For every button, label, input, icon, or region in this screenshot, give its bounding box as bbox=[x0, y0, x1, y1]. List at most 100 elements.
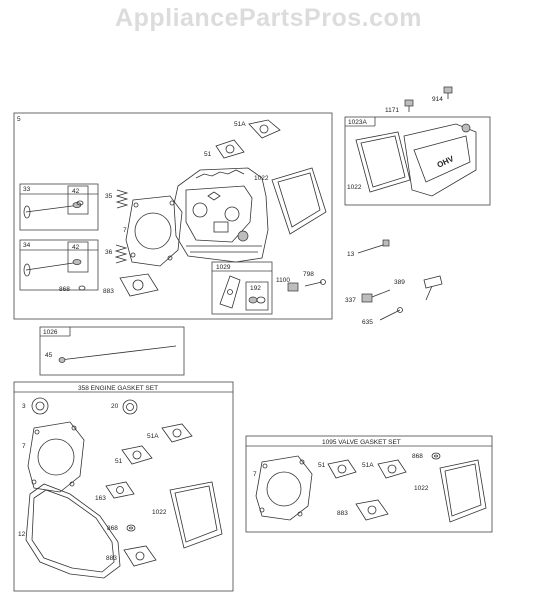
group-1023a-box bbox=[344, 116, 491, 206]
group-358-box bbox=[13, 381, 234, 592]
part-868-valve-label: 868 bbox=[412, 453, 423, 460]
gasket-51-engine-set[interactable] bbox=[121, 445, 153, 465]
rocker-nut-192[interactable] bbox=[248, 296, 266, 304]
exhaust-valve[interactable] bbox=[23, 259, 82, 277]
part-51a-valve-label: 51A bbox=[362, 462, 374, 469]
part-1171-label: 1171 bbox=[385, 107, 399, 114]
breather-1100[interactable] bbox=[287, 282, 299, 292]
head-gasket-valve-set[interactable] bbox=[255, 455, 313, 521]
gasket-883-valve-set[interactable] bbox=[355, 499, 389, 521]
intake-gasket-51[interactable] bbox=[215, 139, 245, 159]
part-3-label: 3 bbox=[22, 403, 26, 410]
part-192-label: 192 bbox=[250, 285, 261, 292]
gasket-51a-valve-set[interactable] bbox=[377, 459, 407, 479]
part-883-valve-label: 883 bbox=[337, 510, 348, 517]
valve-seal-868[interactable] bbox=[78, 285, 86, 291]
valve-spring-36[interactable] bbox=[114, 244, 128, 264]
valve-spring-35[interactable] bbox=[115, 189, 129, 209]
rocker-arm[interactable] bbox=[219, 275, 241, 309]
part-635-label: 635 bbox=[362, 319, 373, 326]
part-883-top-label: 883 bbox=[103, 288, 114, 295]
part-51-valve-label: 51 bbox=[318, 462, 326, 469]
part-914-label: 914 bbox=[432, 96, 443, 103]
head-gasket-engine-set[interactable] bbox=[27, 421, 85, 493]
part-51-eng-label: 51 bbox=[115, 458, 123, 465]
part-51a-top-label: 51A bbox=[234, 121, 246, 128]
group-34-box bbox=[19, 239, 99, 291]
oil-seal-20[interactable] bbox=[122, 399, 138, 415]
part-42-b-label: 42 bbox=[72, 244, 80, 251]
site-watermark: AppliancePartsPros.com bbox=[115, 4, 422, 32]
spark-plug-337[interactable] bbox=[361, 289, 391, 303]
part-868-top-label: 868 bbox=[59, 286, 70, 293]
group-358-label: 358 ENGINE GASKET SET bbox=[78, 385, 158, 392]
part-7-top-label: 7 bbox=[123, 227, 127, 234]
cover-bolt-914[interactable] bbox=[443, 86, 453, 99]
gasket-163[interactable] bbox=[105, 481, 135, 499]
part-1022-valve-label: 1022 bbox=[414, 485, 429, 492]
part-389-label: 389 bbox=[394, 279, 405, 286]
group-1026-label: 1026 bbox=[43, 329, 58, 336]
group-42a-box bbox=[67, 185, 89, 215]
fitting-798[interactable] bbox=[304, 279, 326, 287]
seal-868-valve-set[interactable] bbox=[431, 452, 441, 460]
exhaust-gasket-883[interactable] bbox=[119, 273, 159, 297]
part-1022-top-label: 1022 bbox=[254, 175, 269, 182]
group-33-label: 33 bbox=[23, 186, 31, 193]
cylinder-head-gasket[interactable] bbox=[125, 195, 183, 267]
cover-logo-text: OHV bbox=[436, 154, 456, 170]
part-36-label: 36 bbox=[105, 249, 113, 256]
group-1029-box bbox=[211, 261, 273, 315]
part-45-label: 45 bbox=[45, 352, 53, 359]
seal-868-engine-set[interactable] bbox=[126, 524, 136, 532]
part-163-label: 163 bbox=[95, 495, 106, 502]
group-5-box bbox=[13, 112, 333, 320]
part-337-label: 337 bbox=[345, 297, 356, 304]
group-1095-box bbox=[245, 435, 493, 533]
gasket-51-valve-set[interactable] bbox=[327, 459, 357, 479]
cover-gasket-1022-valve-set[interactable] bbox=[439, 459, 487, 523]
part-51a-eng-label: 51A bbox=[147, 433, 159, 440]
part-1022-eng-label: 1022 bbox=[152, 509, 167, 516]
intake-gasket-51a[interactable] bbox=[248, 119, 281, 139]
rocker-cover-gasket[interactable] bbox=[271, 167, 327, 235]
head-bolt-13[interactable] bbox=[357, 239, 390, 254]
group-1026-box bbox=[39, 326, 185, 376]
part-1100-label: 1100 bbox=[276, 277, 290, 284]
cover-gasket-1022[interactable] bbox=[355, 131, 411, 193]
part-12-label: 12 bbox=[18, 531, 26, 538]
part-35-label: 35 bbox=[105, 193, 113, 200]
part-798-label: 798 bbox=[303, 271, 314, 278]
part-883-eng-label: 883 bbox=[106, 555, 117, 562]
group-1029-label: 1029 bbox=[216, 264, 231, 271]
cover-gasket-1022-engine-set[interactable] bbox=[169, 481, 223, 549]
part-7-valve-label: 7 bbox=[253, 471, 257, 478]
valve-retainer-42a[interactable] bbox=[72, 200, 84, 208]
rocker-cover[interactable] bbox=[403, 123, 477, 197]
group-192-box bbox=[245, 281, 269, 311]
crankcase-gasket-12[interactable] bbox=[25, 483, 121, 579]
part-13-label: 13 bbox=[347, 251, 355, 258]
intake-valve[interactable] bbox=[23, 204, 81, 219]
cover-seal-1171[interactable] bbox=[404, 99, 414, 112]
part-20-label: 20 bbox=[111, 403, 119, 410]
part-51-top-label: 51 bbox=[204, 151, 212, 158]
group-1023a-label: 1023A bbox=[348, 119, 367, 126]
part-868-eng-label: 868 bbox=[107, 525, 118, 532]
cylinder-head[interactable] bbox=[173, 167, 269, 263]
oil-seal-3[interactable] bbox=[31, 397, 49, 415]
push-rod-guide-389[interactable] bbox=[423, 275, 443, 301]
group-1095-label: 1095 VALVE GASKET SET bbox=[322, 439, 401, 446]
part-1022-cover-label: 1022 bbox=[347, 184, 362, 191]
group-34-label: 34 bbox=[23, 242, 31, 249]
group-5-label: 5 bbox=[17, 116, 21, 123]
push-rod-45[interactable] bbox=[58, 345, 177, 363]
group-33-box bbox=[19, 183, 99, 231]
stud-635[interactable] bbox=[379, 307, 403, 321]
group-42b-box bbox=[67, 241, 89, 273]
part-7-eng-label: 7 bbox=[22, 443, 26, 450]
part-42-a-label: 42 bbox=[72, 188, 80, 195]
gasket-883-engine-set[interactable] bbox=[123, 545, 157, 567]
gasket-51a-engine-set[interactable] bbox=[161, 423, 193, 443]
